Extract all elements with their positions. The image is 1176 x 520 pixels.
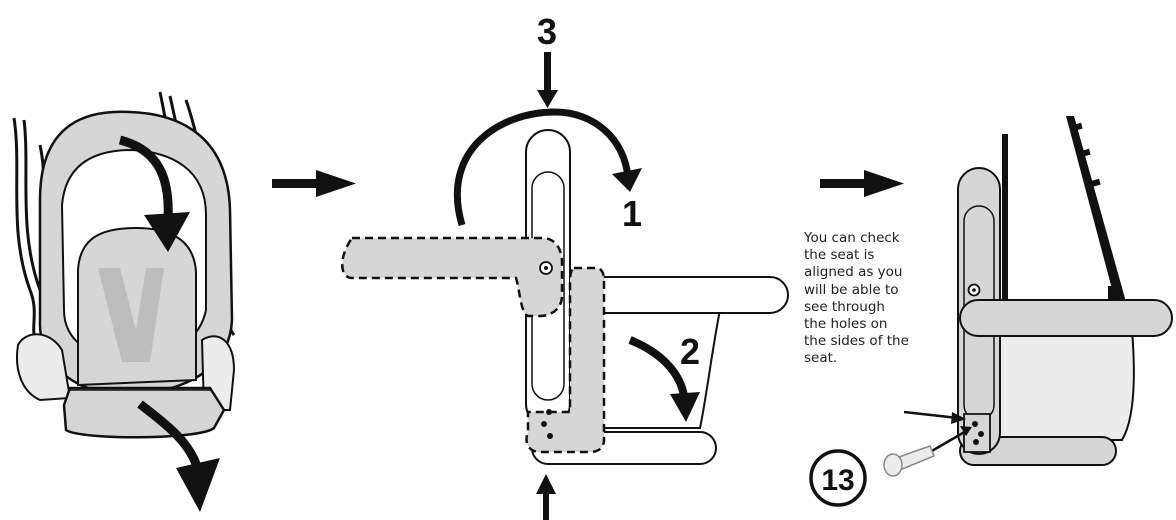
panel-2-frame-rotation: 3 1 2 (341, 11, 789, 520)
right-rope (1066, 116, 1126, 304)
panel-1-seat-folding (12, 91, 236, 512)
swing-arrow (628, 336, 688, 397)
fold-down-arrow (118, 135, 173, 221)
seat-shell-right (991, 329, 1135, 441)
panel-3-assembled-seat: 13 (809, 116, 1173, 507)
part-number-badge (809, 449, 867, 507)
left-rope (1002, 134, 1008, 310)
bolt-icon (883, 445, 935, 477)
alignment-note: You can check the seat is aligned as you… (804, 230, 909, 367)
press-down-arrow (537, 52, 558, 108)
step-2-label: 2 (680, 331, 700, 372)
part-number: 13 (821, 464, 854, 497)
seat-pad (77, 226, 197, 387)
press-up-arrow (536, 474, 556, 520)
v-mark (98, 268, 164, 362)
next-step-arrow-1 (272, 170, 356, 197)
step-3-label: 3 (537, 11, 557, 52)
seat-shell (597, 309, 722, 429)
hole-pointer-arrow (903, 410, 959, 420)
armrest (959, 299, 1173, 337)
bracket-dashed-outline (525, 266, 606, 454)
footrest-down-arrow (137, 400, 203, 472)
rotate-arrow (453, 108, 632, 226)
arm-dashed-outline (341, 236, 564, 318)
step-1-label: 1 (622, 193, 642, 234)
next-step-arrow-2 (820, 170, 904, 197)
